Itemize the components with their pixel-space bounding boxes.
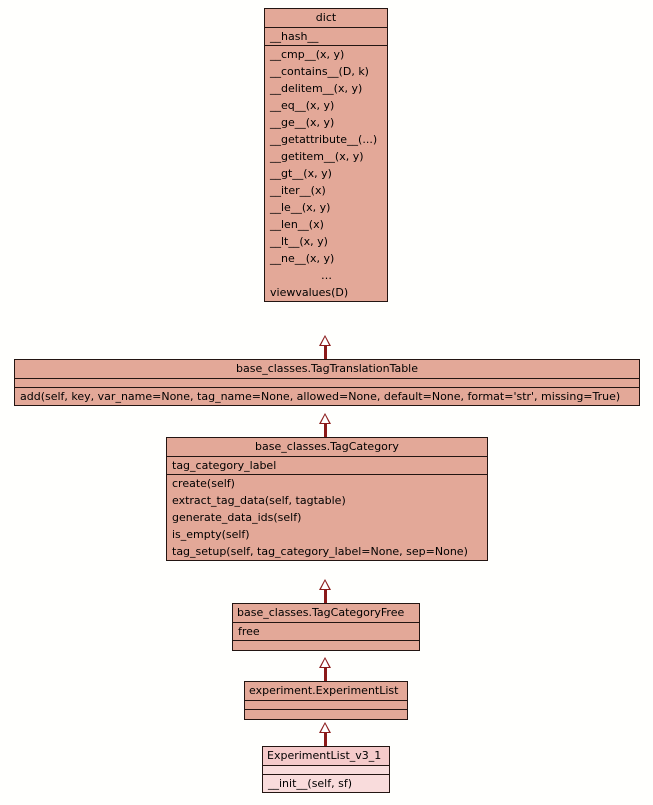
class-title-compartment: dict [265, 9, 387, 28]
class-method: __iter__(x) [270, 184, 326, 197]
generalization-arrowhead-tagcategory-tagtranslationtable [319, 413, 331, 424]
class-box-dict[interactable]: dict __hash__ __cmp__(x, y) __contains__… [264, 8, 388, 302]
class-box-tagcategoryfree[interactable]: base_classes.TagCategoryFree free [232, 603, 420, 651]
class-methods-compartment: add(self, key, var_name=None, tag_name=N… [15, 388, 639, 405]
generalization-arrowhead-inner [321, 337, 329, 345]
class-method: __init__(self, sf) [268, 777, 353, 790]
class-name-experimentlist-v3-1: ExperimentList_v3_1 [263, 747, 389, 765]
class-title-compartment: base_classes.TagCategory [167, 438, 487, 457]
class-method-ellipsis: … [321, 269, 332, 282]
generalization-stem-experimentlist-tagcategoryfree [324, 668, 327, 681]
class-attributes-compartment-empty [15, 379, 639, 388]
class-method: tag_setup(self, tag_category_label=None,… [172, 545, 468, 558]
generalization-arrowhead-inner [321, 659, 329, 667]
generalization-arrowhead-experimentlistv31-experimentlist [319, 722, 331, 733]
class-method: viewvalues(D) [270, 286, 349, 299]
class-method: __gt__(x, y) [270, 167, 332, 180]
class-method: __lt__(x, y) [270, 235, 328, 248]
class-name-tagcategoryfree: base_classes.TagCategoryFree [237, 606, 405, 619]
class-attributes-compartment-empty [245, 701, 407, 710]
class-attributes-compartment: free [233, 623, 419, 641]
generalization-arrowhead-inner [321, 724, 329, 732]
class-title-compartment: experiment.ExperimentList [245, 682, 407, 701]
generalization-arrowhead-tagcategoryfree-tagcategory [319, 579, 331, 590]
class-method: extract_tag_data(self, tagtable) [172, 494, 346, 507]
generalization-stem-tagcategoryfree-tagcategory [324, 590, 327, 603]
class-method: create(self) [172, 477, 235, 490]
class-attributes-compartment: tag_category_label [167, 457, 487, 475]
generalization-arrowhead-inner [321, 415, 329, 423]
class-box-experimentlist[interactable]: experiment.ExperimentList [244, 681, 408, 720]
class-title-compartment: base_classes.TagTranslationTable [15, 360, 639, 379]
class-box-tagcategory[interactable]: base_classes.TagCategory tag_category_la… [166, 437, 488, 561]
class-name-experimentlist: experiment.ExperimentList [249, 684, 399, 697]
class-name-dict: dict [315, 11, 337, 24]
class-method: __getattribute__(...) [270, 133, 378, 146]
class-box-tagtranslationtable[interactable]: base_classes.TagTranslationTable add(sel… [14, 359, 640, 406]
class-methods-compartment-empty [233, 641, 419, 650]
generalization-stem-experimentlistv31-experimentlist [324, 733, 327, 746]
class-method: __len__(x) [270, 218, 324, 231]
class-method: __ge__(x, y) [270, 116, 335, 129]
class-method: add(self, key, var_name=None, tag_name=N… [20, 390, 621, 403]
generalization-arrowhead-experimentlist-tagcategoryfree [319, 657, 331, 668]
class-methods-compartment: __init__(self, sf) [263, 775, 389, 792]
generalization-arrowhead-tagtranslationtable-dict [319, 335, 331, 346]
class-method: __eq__(x, y) [270, 99, 335, 112]
class-attributes-compartment-empty [263, 766, 389, 775]
class-method: __contains__(D, k) [270, 65, 369, 78]
class-title-compartment: base_classes.TagCategoryFree [233, 604, 419, 623]
generalization-stem-tagtranslationtable-dict [324, 346, 327, 359]
class-title-compartment: ExperimentList_v3_1 [263, 747, 389, 766]
class-method: __delitem__(x, y) [270, 82, 363, 95]
class-methods-compartment-empty [245, 710, 407, 719]
class-methods-compartment: create(self) extract_tag_data(self, tagt… [167, 475, 487, 560]
class-method: is_empty(self) [172, 528, 250, 541]
class-box-experimentlist-v3-1[interactable]: ExperimentList_v3_1 __init__(self, sf) [262, 746, 390, 793]
class-name-tagcategory: base_classes.TagCategory [255, 440, 399, 453]
class-name-tagtranslationtable: base_classes.TagTranslationTable [235, 362, 419, 375]
class-method: __getitem__(x, y) [270, 150, 364, 163]
generalization-arrowhead-inner [321, 581, 329, 589]
class-attributes-compartment: __hash__ [265, 28, 387, 46]
class-method: __le__(x, y) [270, 201, 331, 214]
class-attribute: tag_category_label [172, 459, 277, 472]
class-method: generate_data_ids(self) [172, 511, 302, 524]
class-method: __cmp__(x, y) [270, 48, 345, 61]
class-attribute: free [238, 625, 260, 638]
class-methods-compartment: __cmp__(x, y) __contains__(D, k) __delit… [265, 46, 387, 301]
class-attribute: __hash__ [270, 30, 319, 43]
generalization-stem-tagcategory-tagtranslationtable [324, 424, 327, 437]
class-method: __ne__(x, y) [270, 252, 335, 265]
